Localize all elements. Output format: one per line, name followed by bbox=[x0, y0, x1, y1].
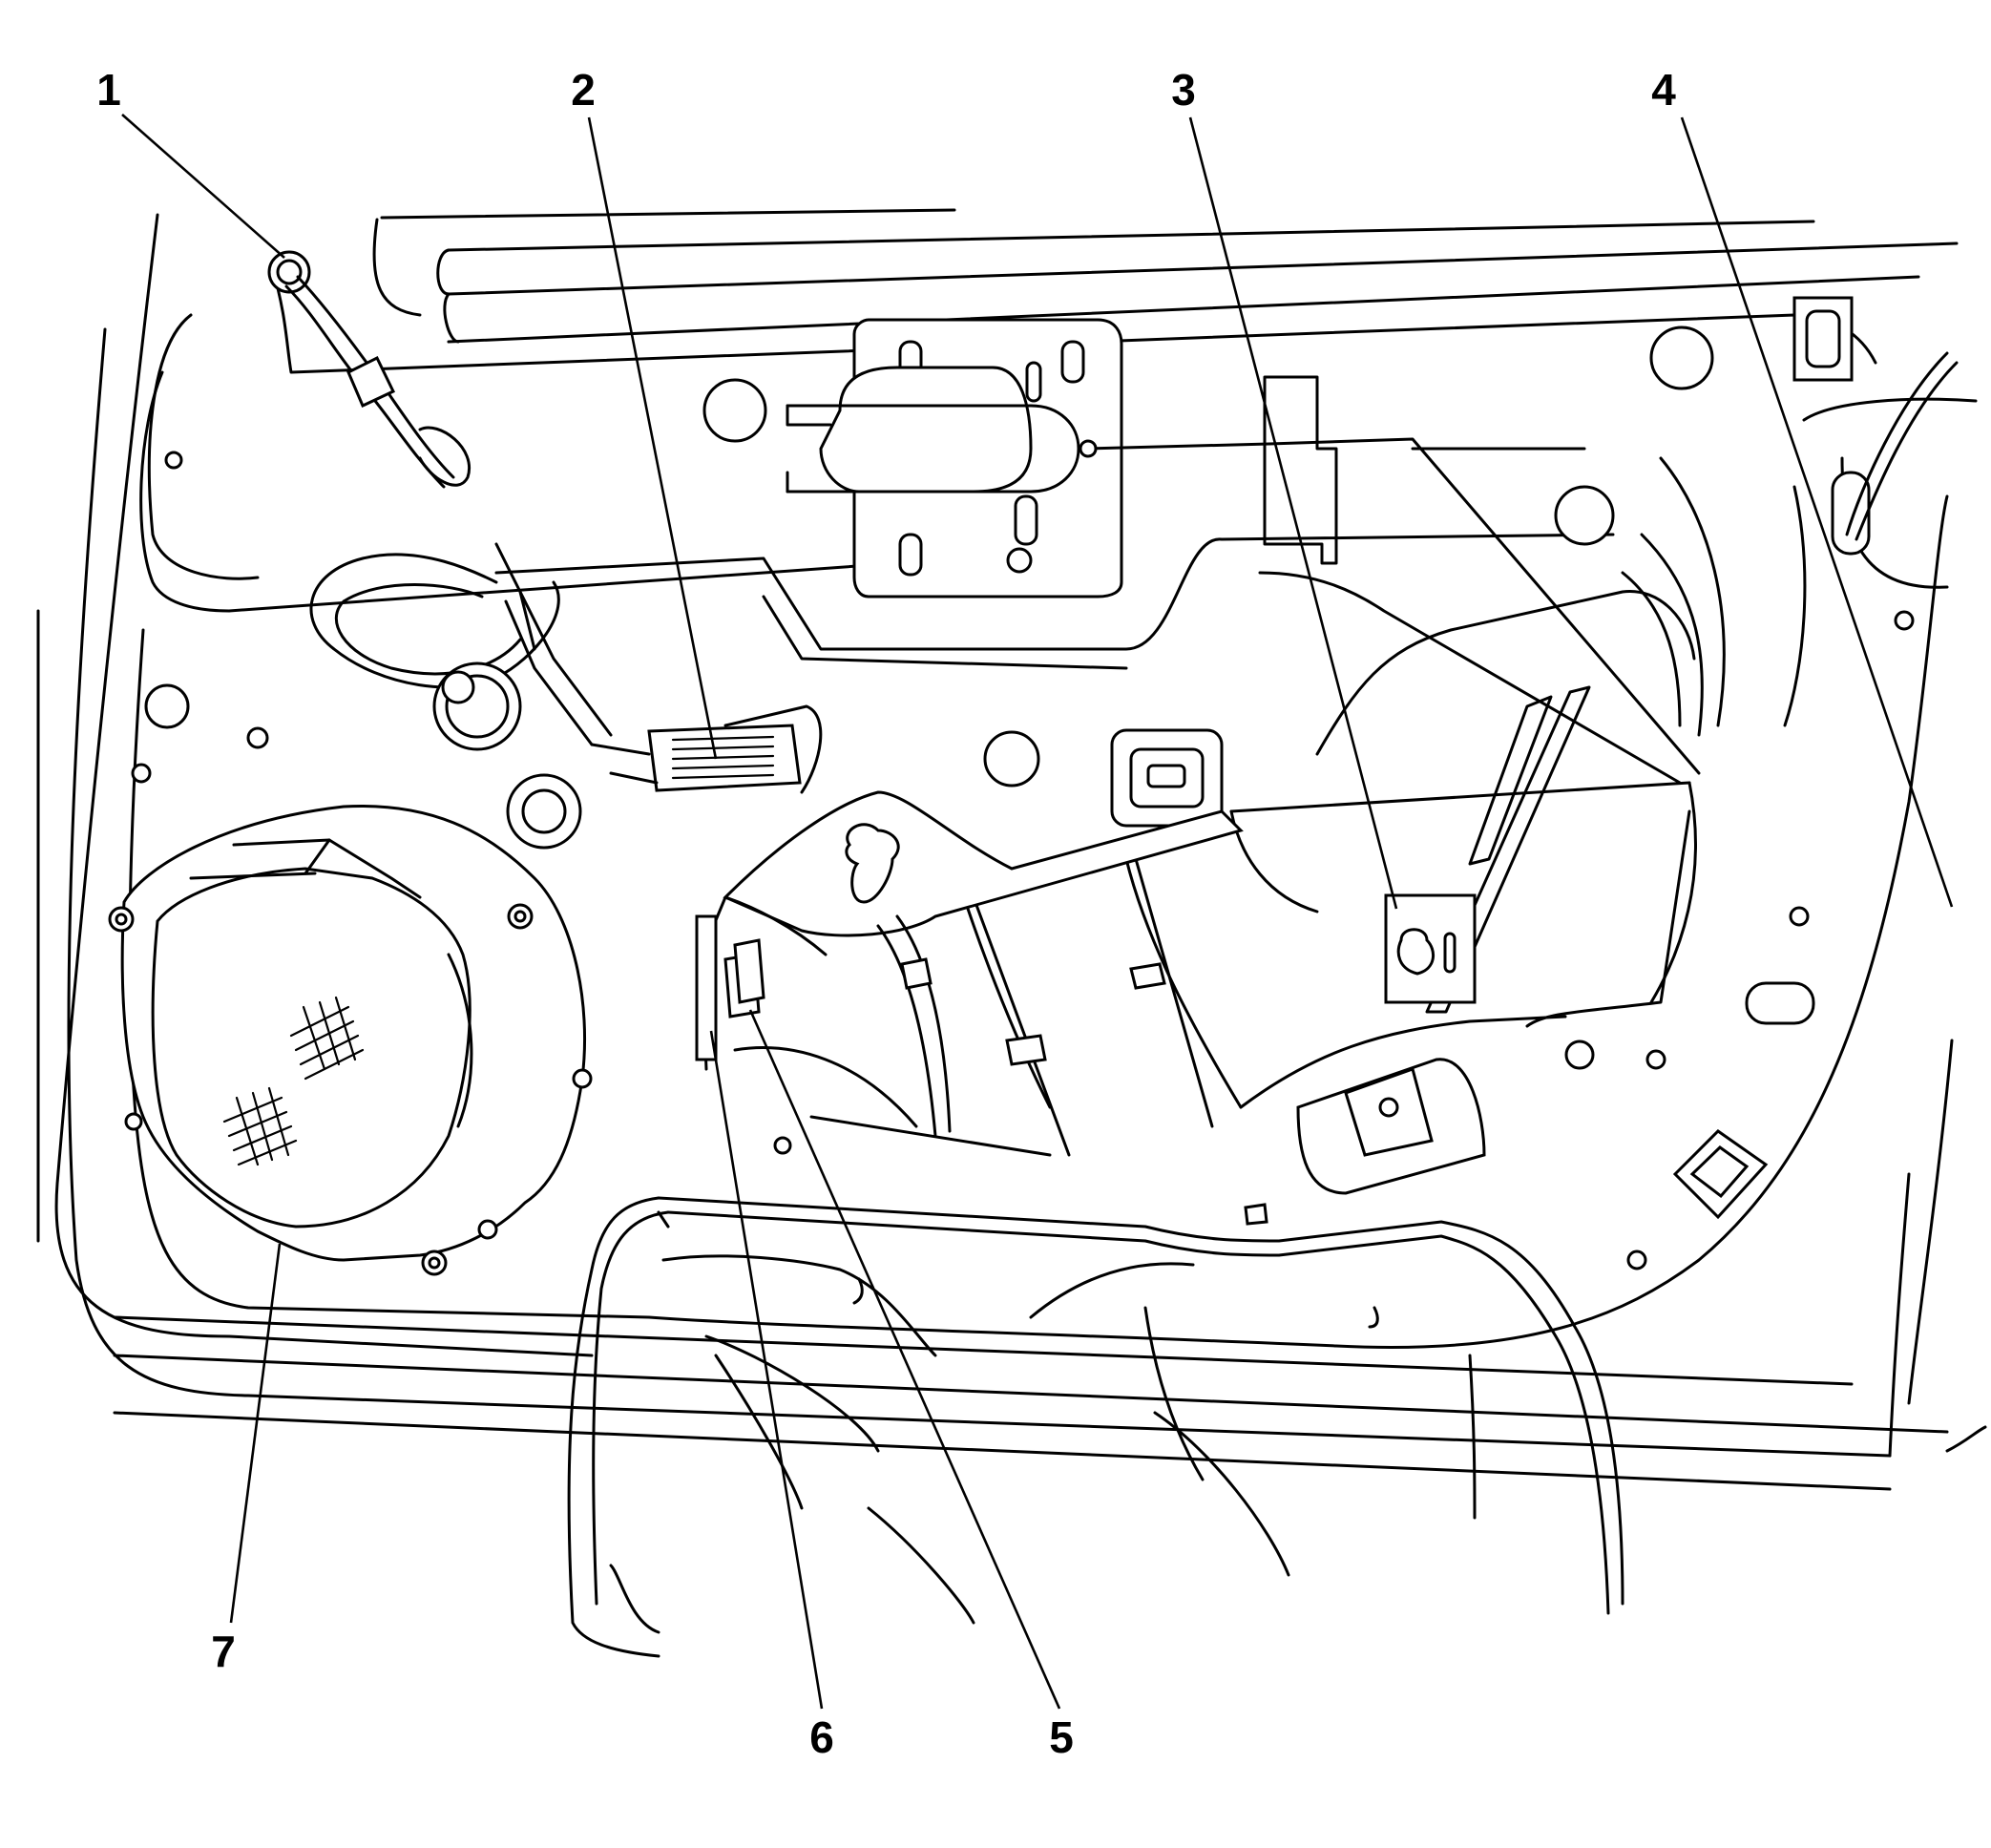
panel-holes bbox=[131, 326, 1959, 1270]
latch-bracket bbox=[695, 790, 1244, 1157]
callout-2: 2 bbox=[571, 65, 596, 115]
callout-6: 6 bbox=[809, 1712, 834, 1762]
speaker-assembly bbox=[108, 804, 593, 1276]
callout-1: 1 bbox=[96, 65, 121, 115]
handle-mounting-plate bbox=[786, 318, 1271, 598]
callout-5: 5 bbox=[1049, 1712, 1074, 1762]
leader-line-7 bbox=[229, 1243, 282, 1624]
leader-line-1 bbox=[121, 114, 285, 259]
callout-7: 7 bbox=[211, 1627, 236, 1676]
callout-labels: 1 2 3 4 5 6 7 bbox=[96, 65, 1676, 1762]
leader-line-6 bbox=[709, 1030, 824, 1710]
callout-3: 3 bbox=[1171, 65, 1196, 115]
leader-line-5 bbox=[748, 1009, 1061, 1710]
leader-lines bbox=[121, 114, 1954, 1710]
wire-harness-lower bbox=[567, 1196, 1624, 1658]
door-shell bbox=[36, 208, 1987, 1491]
window-regulator bbox=[962, 375, 1704, 1195]
callout-4: 4 bbox=[1651, 65, 1676, 115]
leader-line-4 bbox=[1680, 116, 1954, 908]
leader-line-2 bbox=[587, 116, 718, 760]
wire-harness-upper bbox=[267, 250, 823, 794]
leader-line-3 bbox=[1188, 116, 1398, 910]
